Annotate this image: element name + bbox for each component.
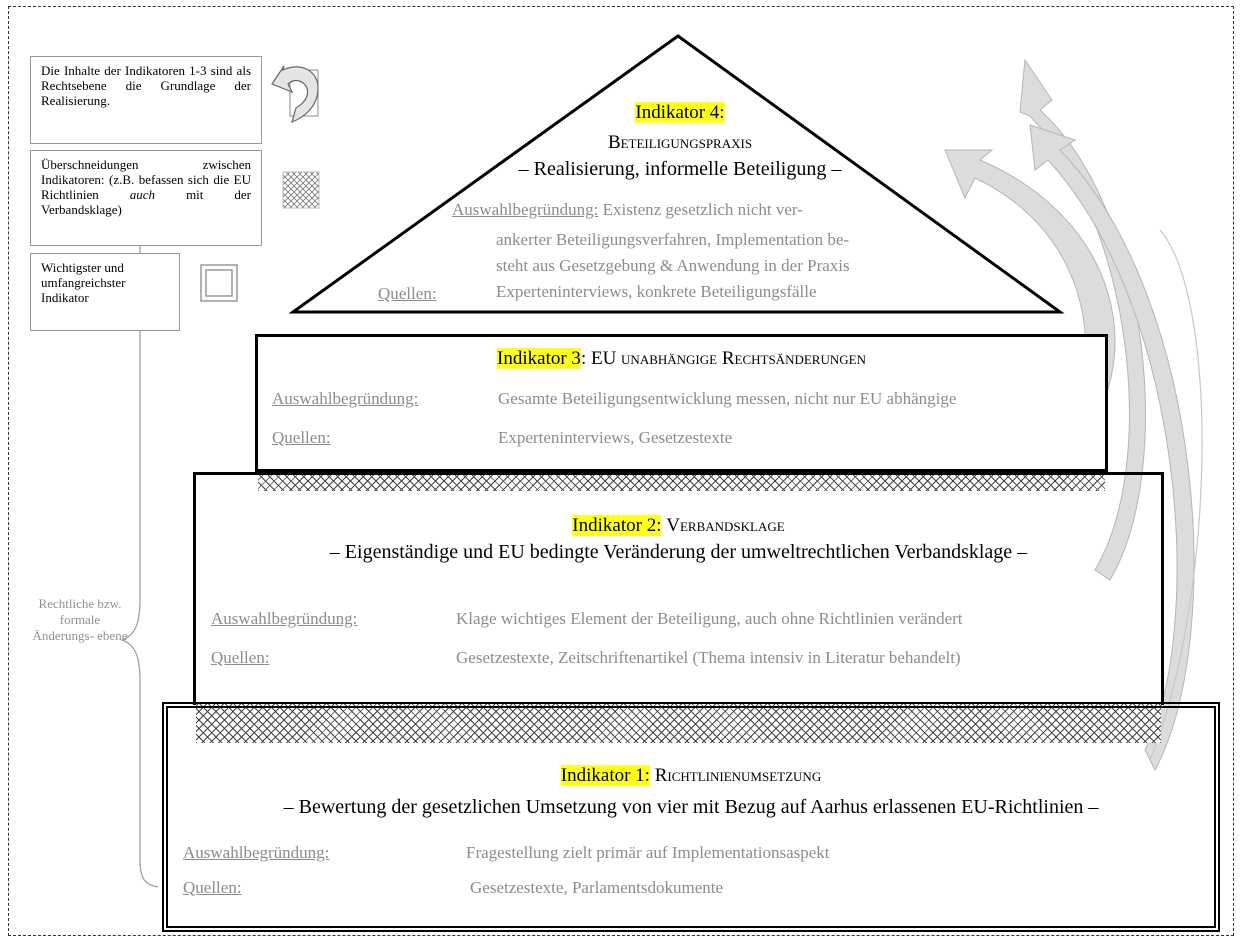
indicator4-reason-label: Auswahlbegründung:	[452, 200, 599, 219]
indicator2-reason: Klage wichtiges Element der Beteiligung,…	[456, 609, 963, 628]
indicator3-label: Indikator 3	[497, 348, 581, 369]
indicator4-reason-line3: steht aus Gesetzgebung & Anwendung in de…	[496, 256, 850, 275]
indicator3-sources-label: Quellen:	[272, 428, 331, 447]
indicator2-box	[193, 472, 1164, 705]
indicator1-reason: Fragestellung zielt primär auf Implement…	[466, 843, 830, 862]
indicator1-title: Indikator 1: Richtlinienumsetzung	[168, 765, 1214, 787]
indicator3-box	[255, 334, 1108, 472]
hatched-square-icon	[282, 171, 320, 209]
indicator1-subtitle: – Bewertung der gesetzlichen Umsetzung v…	[283, 796, 1099, 818]
indicator4-roof	[288, 34, 1065, 314]
indicator4-reason-line1: Existenz gesetzlich nicht ver-	[602, 200, 803, 219]
legend-item-main-indicator: Wichtigster und umfangreichster Indikato…	[30, 253, 180, 331]
indicator2-title: Indikator 2: Verbandsklage	[196, 515, 1161, 537]
indicator1-reason-label: Auswahlbegründung:	[183, 843, 330, 862]
double-square-icon	[200, 264, 238, 302]
side-label: Rechtliche bzw. formale Änderungs- ebene	[32, 596, 128, 643]
overlap-hatch-3-2	[258, 472, 1105, 491]
indicator2-reason-label: Auswahlbegründung:	[211, 609, 358, 628]
indicator3-title: Indikator 3: EU unabhängige Rechtsänderu…	[497, 348, 866, 369]
indicator3-name: EU unabhängige Rechtsänderungen	[590, 348, 866, 369]
indicator4-subtitle: – Realisierung, informelle Beteiligung –	[518, 158, 842, 180]
legend-item-realisation: Die Inhalte der Indikatoren 1-3 sind als…	[30, 56, 262, 144]
curved-arrow-icon	[271, 65, 319, 124]
indicator4-name: Beteiligungspraxis	[607, 132, 753, 153]
indicator3-sources: Experteninterviews, Gesetzestexte	[498, 428, 733, 447]
curved-arrow-2	[1019, 58, 1146, 581]
indicator2-name: Verbandsklage	[666, 515, 785, 536]
overlap-hatch-2-1	[196, 703, 1161, 743]
indicator1-box	[162, 702, 1220, 932]
indicator1-name: Richtlinienumsetzung	[654, 765, 822, 786]
indicator4-sources-label: Quellen:	[378, 284, 437, 303]
diagram-frame	[8, 6, 1234, 936]
indicator2-sources-label: Quellen:	[211, 648, 270, 667]
indicator2-sources: Gesetzestexte, Zeitschriftenartikel (The…	[456, 648, 961, 667]
indicator2-label: Indikator 2:	[572, 515, 662, 536]
indicator4-sources: Experteninterviews, konkrete Beteiligung…	[496, 282, 817, 301]
indicator3-reason: Gesamte Beteiligungsentwicklung messen, …	[498, 389, 957, 408]
indicator3-reason-label: Auswahlbegründung:	[272, 389, 419, 408]
indicator4-title: Indikator 4:	[480, 102, 880, 124]
indicator2-subtitle: – Eigenständige und EU bedingte Veränder…	[329, 541, 1028, 563]
indicator4-reason-row: Auswahlbegründung: Existenz gesetzlich n…	[452, 200, 803, 220]
arrow-outlines	[1149, 229, 1203, 761]
indicator1-sources: Gesetzestexte, Parlamentsdokumente	[470, 878, 724, 897]
indicator4-label: Indikator 4:	[635, 102, 725, 123]
legend-item-overlap: Überschneidungen zwischen Indikatoren: (…	[30, 150, 262, 246]
indicator4-reason-line2: ankerter Beteiligungsverfahren, Implemen…	[496, 230, 850, 249]
indicator1-label: Indikator 1:	[560, 765, 650, 786]
indicator1-sources-label: Quellen:	[183, 878, 242, 897]
